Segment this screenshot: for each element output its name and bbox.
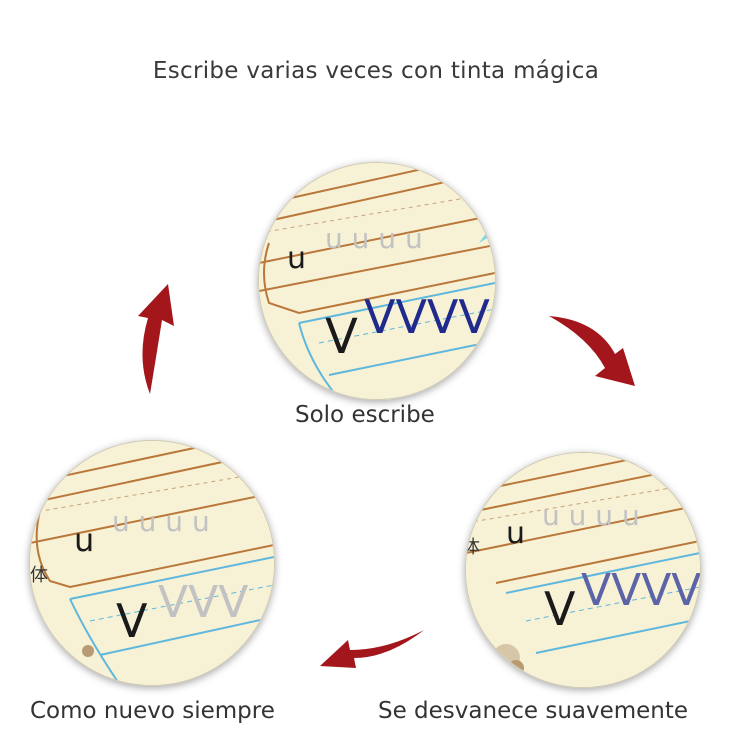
caption-solo-escribe: Solo escribe bbox=[295, 402, 435, 428]
step-circle-write: u u u u u V VVVV bbox=[258, 162, 496, 400]
caption-como-nuevo: Como nuevo siempre bbox=[30, 698, 275, 724]
side-character: 体 bbox=[466, 537, 480, 558]
letter-v-dark: V bbox=[116, 594, 148, 648]
letter-u-dark: u bbox=[287, 241, 306, 276]
step-circle-fade: 体 u u u u u V VVVV bbox=[465, 452, 701, 688]
letter-u-dark: u bbox=[74, 521, 94, 559]
page-title: Escribe varias veces con tinta mágica bbox=[152, 58, 600, 84]
curved-arrow-icon bbox=[138, 284, 174, 394]
letter-v-dark: V bbox=[544, 582, 576, 636]
letter-u-dark: u bbox=[506, 516, 525, 551]
svg-text:u u u u: u u u u bbox=[112, 505, 210, 538]
svg-text:VVVV: VVVV bbox=[581, 565, 700, 616]
svg-text:u u u u: u u u u bbox=[542, 499, 640, 532]
letter-v-dark: V bbox=[325, 309, 358, 365]
svg-text:VVV: VVV bbox=[158, 577, 248, 628]
curved-arrow-icon bbox=[320, 630, 424, 668]
svg-text:VVVV: VVVV bbox=[364, 290, 490, 344]
caption-se-desvanece: Se desvanece suavemente bbox=[378, 698, 689, 724]
notebook-closeup-write: u u u u u V VVVV bbox=[259, 163, 495, 399]
step-circle-new: 体 u u u u u V VVV bbox=[29, 440, 275, 686]
svg-text:u u u u: u u u u bbox=[325, 222, 423, 255]
curved-arrow-icon bbox=[549, 316, 635, 386]
notebook-closeup-new: 体 u u u u u V VVV bbox=[30, 441, 274, 685]
svg-text:体: 体 bbox=[30, 565, 48, 586]
notebook-closeup-fade: 体 u u u u u V VVVV bbox=[466, 453, 700, 687]
